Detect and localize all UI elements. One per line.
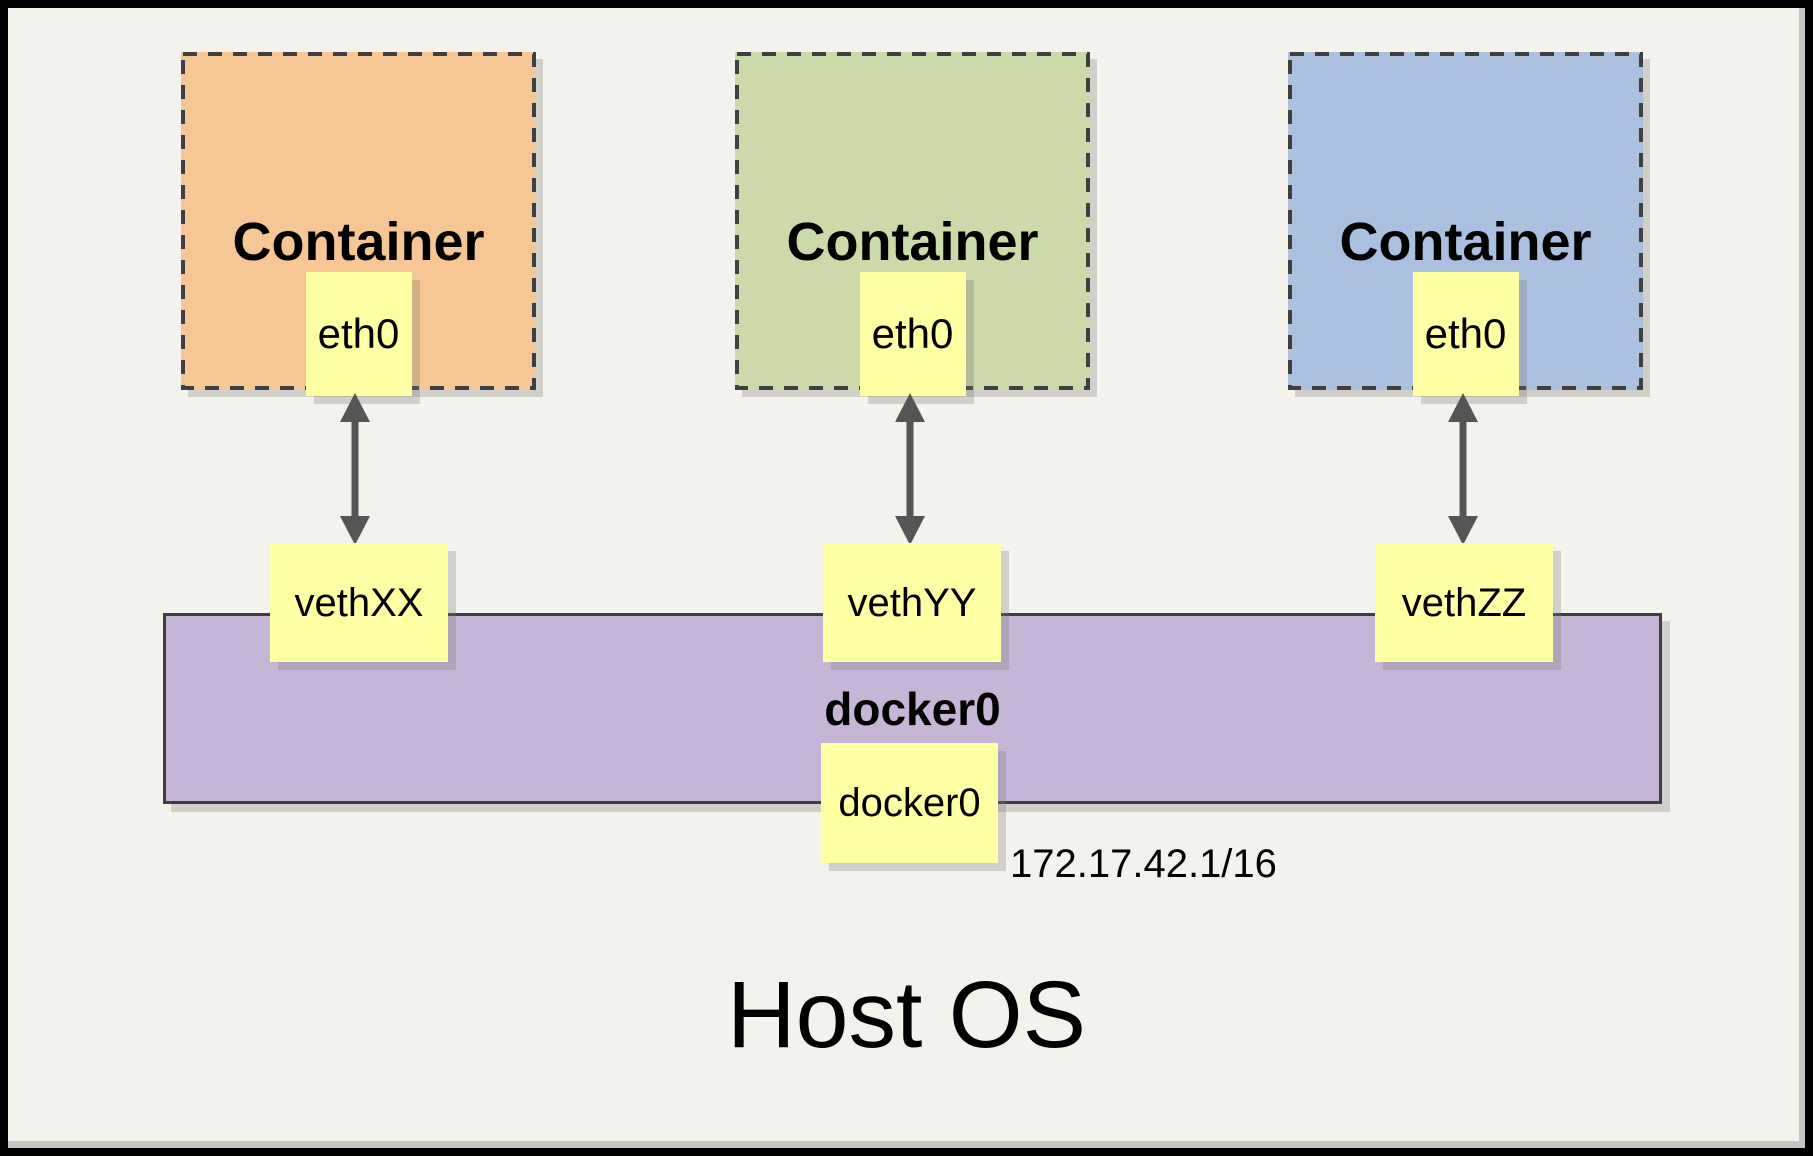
docker0-ip-address: 172.17.42.1/16 [1010,842,1277,886]
eth0-vethZZ-arrow-icon [1448,393,1478,545]
docker0-interface-label: docker0 [838,781,981,825]
container-2-title: Container [786,212,1039,272]
vethYY-label: vethYY [847,580,977,625]
vethXX-label: vethXX [294,580,424,625]
vethZZ-box: vethZZ [1375,543,1553,662]
diagram-canvas: Container eth0 Container eth0 Container … [8,8,1805,1148]
vethYY-box: vethYY [823,543,1001,662]
container-2-eth0-label: eth0 [871,310,954,357]
eth0-vethXX-arrow-icon [340,393,370,545]
container-box-1: Container eth0 [181,52,536,396]
container-3-eth0-box: eth0 [1412,272,1519,396]
container-1-eth0-box: eth0 [305,272,412,396]
container-2-eth0-box: eth0 [859,272,966,396]
docker0-bridge-label: docker0 [824,683,1001,735]
container-1-title: Container [232,212,485,272]
container-3-eth0-label: eth0 [1424,310,1507,357]
docker0-interface-box: docker0 [821,743,998,863]
container-1-eth0-label: eth0 [317,310,400,357]
container-3-title: Container [1339,212,1592,272]
container-box-2: Container eth0 [735,52,1090,396]
container-box-3: Container eth0 [1288,52,1643,396]
vethXX-box: vethXX [270,543,448,662]
host-os-label: Host OS [727,962,1086,1068]
vethZZ-label: vethZZ [1401,580,1527,625]
eth0-vethYY-arrow-icon [895,393,925,545]
